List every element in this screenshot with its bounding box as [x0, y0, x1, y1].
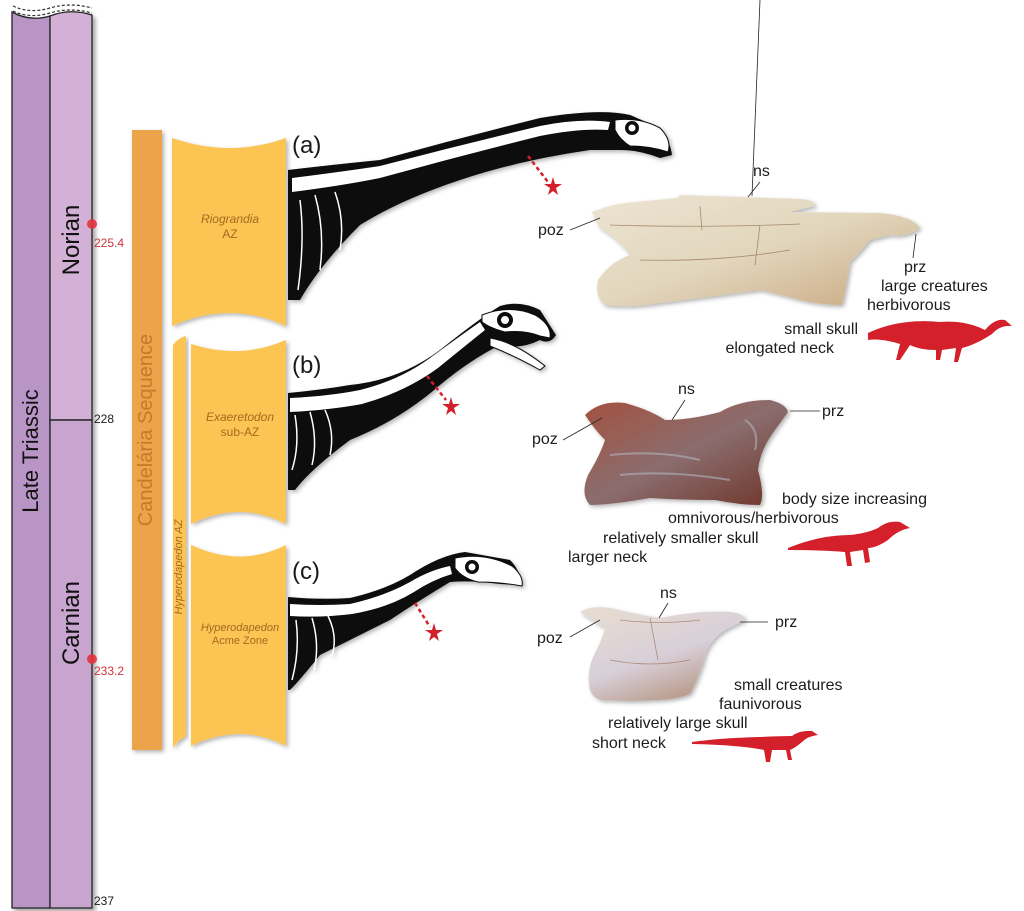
skeleton-c-vertebrae	[290, 566, 452, 617]
label-prz-b: prz	[822, 403, 845, 420]
column-break-mark	[12, 9, 93, 17]
skeleton-a-ribs	[297, 191, 343, 291]
column-break-mark	[12, 4, 93, 12]
vertebra-photo-b	[584, 400, 788, 505]
trait-c-4: short neck	[592, 735, 666, 752]
leader-line	[912, 233, 917, 259]
skeleton-c-skull	[454, 555, 523, 587]
age-tick-233-2: 233.2	[94, 664, 125, 678]
zone-label-italic: Riograndia	[200, 212, 260, 226]
zone-label-plain: AZ	[222, 227, 238, 241]
trait-c-1: small creatures	[734, 677, 843, 694]
skeleton-b-orbit	[501, 316, 509, 324]
trait-b-4: larger neck	[568, 549, 648, 566]
vertebra-b-texture	[609, 419, 758, 481]
zone-label-italic: Hyperodapedon	[200, 622, 280, 634]
skeleton-b-ribs	[291, 409, 333, 471]
trait-b-1: body size increasing	[782, 491, 927, 508]
skeleton-b	[288, 303, 556, 490]
zone-label-plain: Acme Zone	[211, 635, 269, 647]
epoch-label: Late Triassic	[18, 389, 43, 513]
skeleton-c	[288, 552, 523, 690]
panel-letter-c: (c)	[292, 558, 320, 585]
skeleton-a-body	[288, 112, 672, 300]
leader-line	[751, 0, 761, 197]
silhouette-c	[692, 730, 818, 762]
age-tick-228: 228	[94, 412, 115, 426]
label-poz-b: poz	[532, 431, 558, 448]
trait-a-1: large creatures	[881, 278, 988, 295]
label-poz-c: poz	[537, 630, 563, 647]
age-tick-237: 237	[94, 894, 115, 908]
label-ns-a: ns	[753, 163, 770, 180]
label-ns-b: ns	[678, 381, 695, 398]
trait-a-4: elongated neck	[725, 340, 834, 357]
leader-line	[569, 619, 601, 638]
leader-line	[658, 602, 669, 619]
skeleton-b-jaw	[489, 337, 546, 371]
stage-label-norian: Norian	[58, 204, 85, 276]
skeleton-a-vertebrae	[292, 120, 610, 192]
leader-line	[747, 181, 761, 198]
date-marker-dot	[87, 654, 97, 664]
leader-line	[562, 417, 603, 441]
zone-label-italic: Exaeretodon	[205, 410, 275, 424]
sequence-bar	[132, 130, 162, 750]
skeleton-c-ribs	[291, 615, 335, 681]
vertebra-photo-a	[592, 195, 920, 307]
zone-label-riograndia: Riograndia AZ	[180, 212, 280, 242]
trait-a-3: small skull	[784, 321, 858, 338]
leader-line	[671, 399, 686, 421]
hyperodapedon-az-label: Hyperodapedon AZ	[173, 517, 187, 617]
pointer-line-c	[413, 602, 432, 628]
zone-block-riograndia	[172, 138, 286, 326]
hyperodapedon-az-bar	[173, 336, 186, 748]
pointer-line-a	[527, 155, 549, 183]
trait-c-3: relatively large skull	[608, 715, 748, 732]
skeleton-a-orbit	[628, 124, 636, 132]
zone-label-hyperodapedon: Hyperodapedon Acme Zone	[190, 622, 290, 648]
label-poz-a: poz	[538, 222, 564, 239]
vertebra-photo-c	[580, 607, 745, 701]
zone-block-hyperodapedon	[191, 545, 286, 746]
star-marker-b	[442, 397, 460, 415]
stage-bar-norian	[49, 11, 93, 421]
epoch-column	[11, 10, 93, 909]
silhouette-b	[788, 521, 910, 566]
age-tick-225-4: 225.4	[94, 236, 125, 250]
zone-label-exaeretodon: Exaeretodon sub-AZ	[192, 410, 288, 440]
star-marker-c	[425, 623, 443, 641]
label-ns-c: ns	[660, 585, 677, 602]
zone-block-exaeretodon	[191, 340, 286, 524]
panel-letter-b: (b)	[292, 352, 322, 379]
trait-c-2: faunivorous	[719, 696, 802, 713]
date-marker-dot	[87, 219, 97, 229]
zone-label-plain: sub-AZ	[220, 425, 260, 439]
label-prz-a: prz	[904, 259, 927, 276]
hyperodapedon-az-label-text: Hyperodapedon AZ	[173, 519, 185, 615]
label-prz-c: prz	[775, 614, 798, 631]
skeleton-b-body	[288, 303, 556, 490]
panel-letter-a: (a)	[292, 132, 322, 159]
stage-label-carnian: Carnian	[58, 580, 85, 666]
leader-line	[569, 217, 601, 231]
trait-b-3: relatively smaller skull	[603, 530, 759, 547]
trait-b-2: omnivorous/herbivorous	[668, 510, 839, 527]
sequence-label: Candelária Sequence	[135, 333, 157, 527]
vertebra-c-cracks	[609, 617, 701, 665]
skeleton-b-vertebrae	[290, 322, 485, 412]
trait-a-2: herbivorous	[867, 297, 951, 314]
skeleton-c-orbit	[468, 563, 476, 571]
star-marker-a	[544, 177, 562, 195]
silhouette-a	[868, 319, 1012, 362]
skeleton-a	[288, 112, 672, 300]
vertebra-a-cracks	[609, 205, 801, 266]
pointer-line-b	[426, 375, 447, 401]
